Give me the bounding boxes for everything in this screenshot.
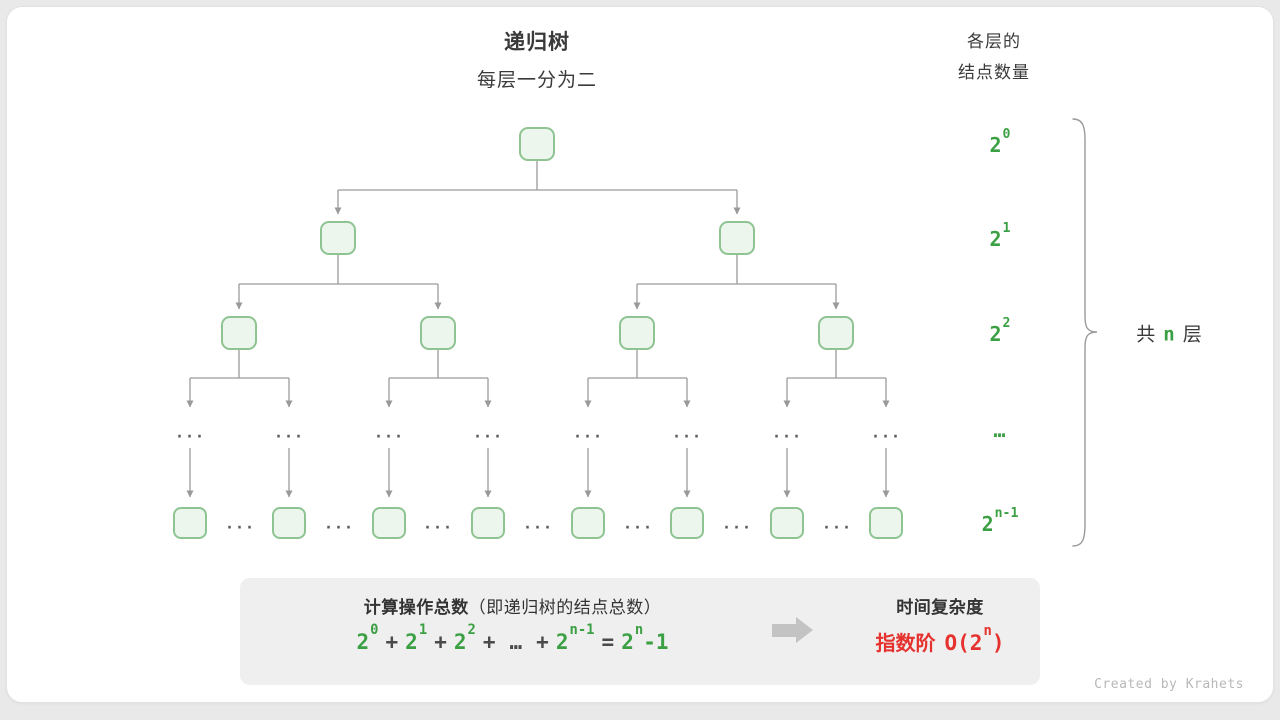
tree-node [869, 507, 903, 539]
level-ellipsis-count: … [993, 418, 1006, 442]
layer-count-header-line1: 各层的 [967, 32, 1021, 51]
tree-node [770, 507, 804, 539]
tree-node [173, 507, 207, 539]
time-complexity-title: 时间复杂度 [896, 598, 984, 617]
row-ellipsis: ... [422, 514, 454, 533]
node-total-block: 计算操作总数（即递归树的结点总数） 20+21+22+…+2n-1=2n-1 [240, 593, 785, 654]
tree-ellipsis: ... [572, 423, 604, 442]
layer-count-header: 各层的 结点数量 [958, 26, 1030, 89]
level-1-count: 21 [989, 220, 1011, 251]
implies-arrow-icon [772, 617, 813, 643]
tree-ellipsis: ... [870, 423, 902, 442]
level-last-count: 2n-1 [981, 505, 1019, 536]
tree-ellipsis: ... [472, 423, 504, 442]
diagram-title: 递归树 [503, 31, 570, 54]
tree-node [571, 507, 605, 539]
diagram-title-block: 递归树 每层一分为二 [477, 26, 597, 92]
tree-node [719, 221, 755, 255]
tree-ellipsis: ... [174, 423, 206, 442]
tree-node [420, 316, 456, 350]
tree-ellipsis: ... [273, 423, 305, 442]
tree-node [320, 221, 356, 255]
row-ellipsis: ... [622, 514, 654, 533]
row-ellipsis: ... [522, 514, 554, 533]
tree-node [372, 507, 406, 539]
node-sum-formula: 20+21+22+…+2n-1=2n-1 [356, 622, 669, 654]
node-total-title: 计算操作总数（即递归树的结点总数） [363, 598, 662, 617]
row-ellipsis: ... [323, 514, 355, 533]
level-2-count: 22 [989, 315, 1011, 346]
row-ellipsis: ... [821, 514, 853, 533]
row-ellipsis: ... [224, 514, 256, 533]
tree-node [221, 316, 257, 350]
summary-panel: 计算操作总数（即递归树的结点总数） 20+21+22+…+2n-1=2n-1 时… [240, 578, 1040, 685]
watermark: Created by Krahets [1094, 677, 1244, 692]
tree-ellipsis: ... [373, 423, 405, 442]
tree-node-root [519, 127, 555, 161]
tree-node [818, 316, 854, 350]
n-layers-brace [1072, 118, 1098, 547]
row-ellipsis: ... [721, 514, 753, 533]
tree-ellipsis: ... [671, 423, 703, 442]
tree-node [619, 316, 655, 350]
diagram-subtitle: 每层一分为二 [476, 70, 598, 91]
tree-node [471, 507, 505, 539]
level-0-count: 20 [989, 126, 1011, 157]
tree-node [670, 507, 704, 539]
n-variable: n [1163, 323, 1177, 346]
layer-count-header-line2: 结点数量 [958, 63, 1030, 83]
tree-ellipsis: ... [771, 423, 803, 442]
tree-node [272, 507, 306, 539]
